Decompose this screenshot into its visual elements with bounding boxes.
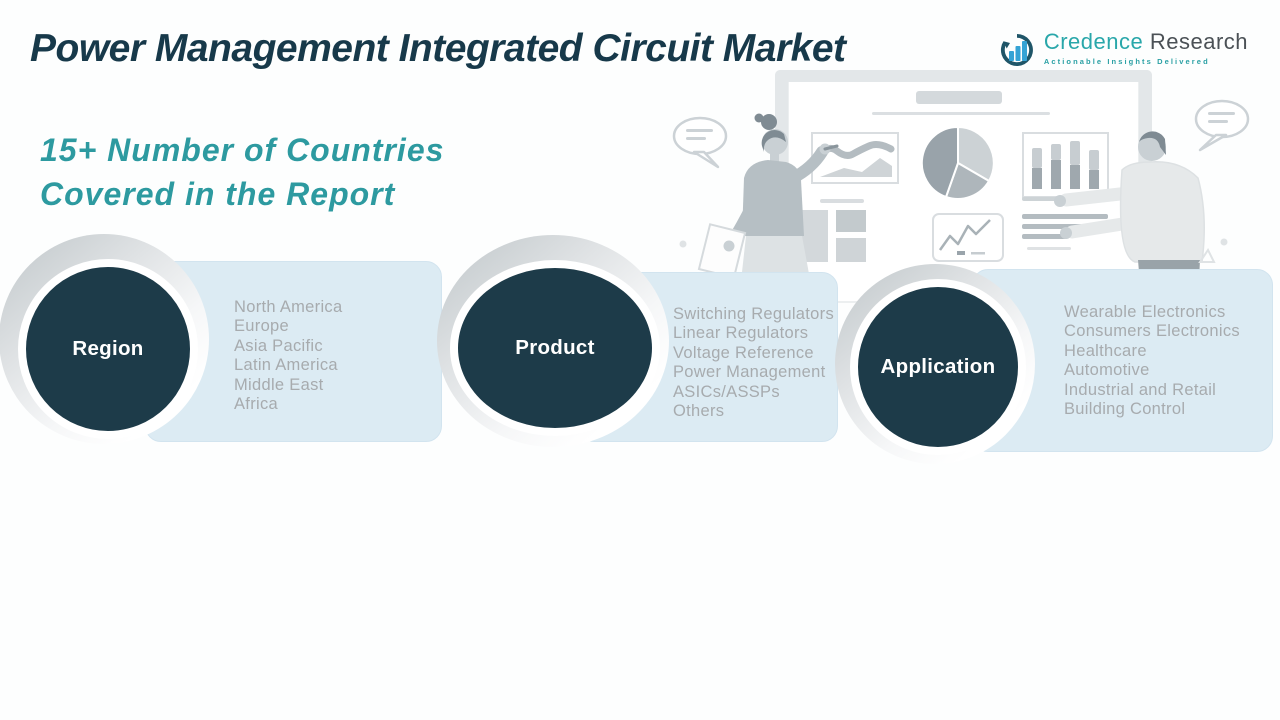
list-item: North America: [234, 298, 343, 316]
subtitle-line2: Covered in the Report: [40, 176, 396, 212]
speech-bubble-right-icon: [1194, 99, 1250, 152]
list-item: Power Management: [673, 363, 826, 382]
logo-brand-secondary: Research: [1149, 29, 1248, 54]
product-label: Product: [515, 336, 595, 359]
list-item: Middle East: [234, 375, 324, 394]
list-item: Industrial and Retail: [1064, 380, 1217, 399]
list-item: Europe: [234, 317, 290, 336]
trend-line-chart-icon: [932, 213, 1004, 262]
region-circle: Region: [18, 259, 198, 439]
text-lines: [1022, 197, 1108, 250]
logo-brand: Credence Research: [1044, 30, 1248, 54]
list-item: Africa: [234, 395, 278, 414]
bar-chart-icon: [1022, 132, 1109, 198]
list-item: Voltage Reference: [673, 343, 814, 362]
subtitle: 15+ Number of Countries Covered in the R…: [40, 128, 444, 216]
list-item: Linear Regulators: [673, 324, 809, 343]
logo-tagline: Actionable Insights Delivered: [1043, 57, 1210, 66]
list-item: Asia Pacific: [234, 336, 323, 355]
list-item: Consumers Electronics: [1064, 322, 1240, 341]
logo-text: Credence Research Actionable Insights De…: [1043, 30, 1248, 67]
pie-chart-icon: [920, 125, 995, 200]
logo-brand-primary: Credence: [1043, 29, 1144, 54]
list-item: Latin America: [234, 356, 338, 375]
list-item: Others: [673, 402, 725, 421]
application-label: Application: [880, 355, 996, 378]
region-label: Region: [72, 337, 144, 360]
bar-chart-logo-icon: [1000, 34, 1033, 66]
list-item: Automotive: [1064, 361, 1150, 380]
list-item: Switching Regulators: [673, 305, 834, 323]
list-item: Healthcare: [1064, 341, 1147, 360]
subtitle-line1: 15+ Number of Countries: [40, 132, 445, 168]
page-title: Power Management Integrated Circuit Mark…: [30, 27, 846, 70]
list-item: Wearable Electronics: [1064, 303, 1226, 321]
list-item: ASICs/ASSPs: [673, 382, 780, 401]
speech-bubble-left-icon: [672, 116, 728, 169]
product-circle: Product: [450, 260, 660, 436]
application-circle: Application: [850, 279, 1026, 455]
list-item: Building Control: [1064, 400, 1186, 419]
credence-logo: Credence Research Actionable Insights De…: [997, 30, 1248, 70]
